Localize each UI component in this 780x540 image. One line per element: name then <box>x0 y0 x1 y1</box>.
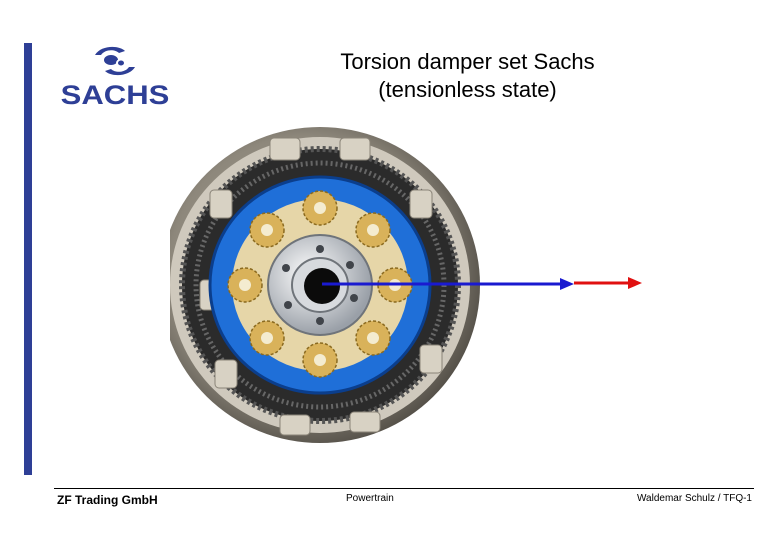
footer-author: Waldemar Schulz / TFQ-1 <box>636 493 752 504</box>
sachs-logo: SACHS <box>54 44 176 110</box>
page-title: Torsion damper set Sachs (tensionless st… <box>300 48 635 104</box>
accent-bar <box>24 43 32 475</box>
displacement-arrows <box>322 277 642 290</box>
footer-section: Powertrain <box>346 493 394 504</box>
logo-wordmark: SACHS <box>60 80 170 110</box>
sachs-emblem-icon <box>95 46 135 76</box>
torsion-damper-illustration <box>170 127 642 443</box>
title-line-1: Torsion damper set Sachs <box>340 49 595 74</box>
hub-bore <box>304 268 340 304</box>
footer-divider <box>54 488 754 489</box>
title-line-2: (tensionless state) <box>378 77 557 102</box>
footer-company: ZF Trading GmbH <box>57 493 158 507</box>
